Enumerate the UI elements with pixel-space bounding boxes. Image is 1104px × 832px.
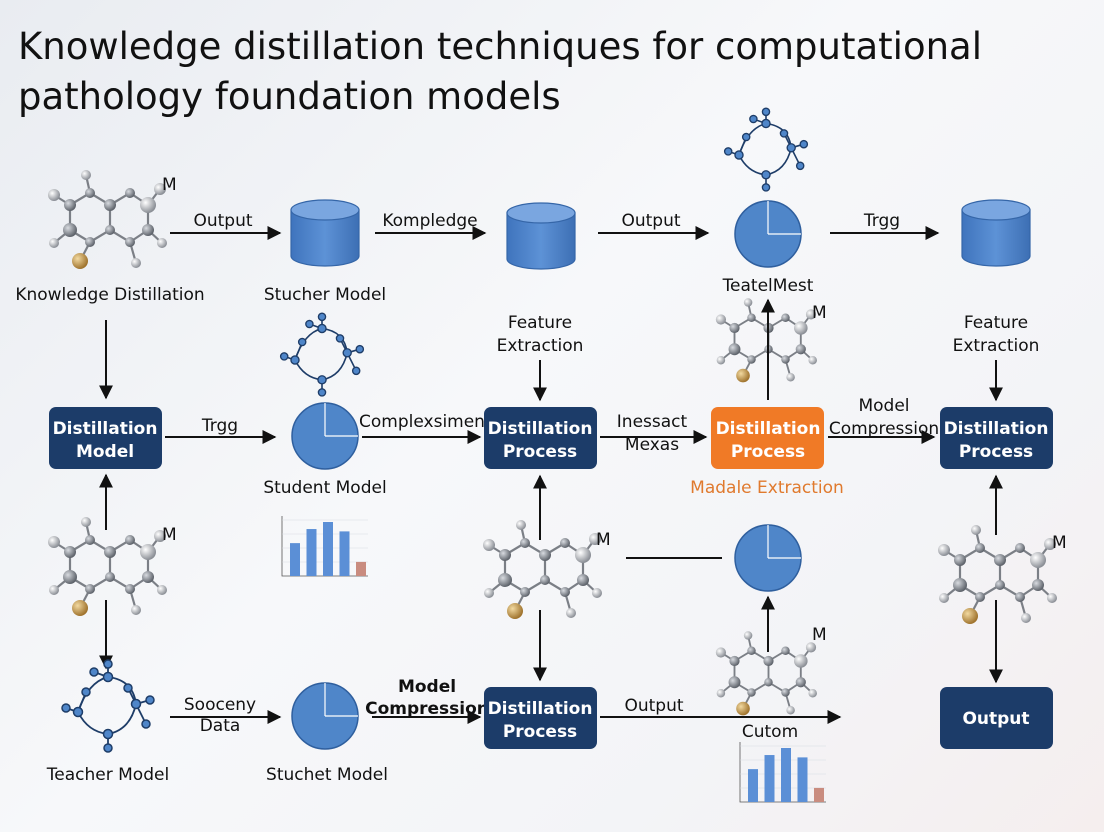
teacher-model-label: Teacher Model: [46, 765, 169, 785]
molecule-icon: [481, 518, 604, 621]
chart-bar: [764, 755, 775, 802]
distillation-process-orange-box: [711, 407, 824, 469]
node-tag: M: [596, 530, 611, 550]
pie-icon: [291, 402, 359, 470]
box-label: Distillation: [944, 419, 1049, 439]
madale-extraction-label: Madale Extraction: [690, 478, 844, 498]
pie-icon: [734, 200, 802, 268]
database-icon: [506, 202, 576, 270]
database-icon: [290, 199, 360, 267]
distillation-process-box: [484, 407, 597, 469]
box-label: Distillation: [488, 419, 593, 439]
chart-bar: [814, 787, 824, 802]
edge-label-compression: Compression: [365, 699, 489, 719]
box-label: Process: [503, 722, 577, 742]
edge-label-inessact: Inessact: [617, 412, 688, 432]
edge-label-output: Output: [624, 696, 683, 716]
box-label: Process: [731, 442, 805, 462]
page-title: Knowledge distillation techniques for co…: [18, 25, 982, 118]
edge-label-output: Output: [193, 211, 252, 231]
edge-label-output: Output: [621, 211, 680, 231]
edge-label-feature: Feature: [508, 313, 572, 333]
stuchet-model-label: Stuchet Model: [266, 765, 388, 785]
edge-label-kompledge: Kompledge: [382, 211, 477, 231]
molecule-icon: [714, 297, 818, 384]
edge-label-feature: Feature: [964, 313, 1028, 333]
chart-bar: [797, 757, 808, 802]
edge-label-complexsimen: Complexsimen: [359, 412, 485, 432]
node-tag: M: [812, 625, 827, 645]
edge-label-data: Data: [200, 716, 241, 736]
database-icon: [961, 199, 1031, 267]
node-tag: M: [1052, 533, 1067, 553]
distillation-process-box: [940, 407, 1053, 469]
molecule-icon: [714, 630, 818, 717]
mini-bar-chart: [281, 516, 368, 577]
edge-label-mexas: Mexas: [625, 435, 679, 455]
chart-bar: [290, 543, 300, 576]
distillation-process-box: [484, 687, 597, 749]
node-tag: M: [162, 175, 177, 195]
edge-label-trgg: Trgg: [201, 416, 238, 436]
box-label: Distillation: [488, 699, 593, 719]
edge-label-compression: Compression: [829, 419, 939, 439]
chart-axis: [281, 516, 368, 577]
box-label: Model: [76, 442, 134, 462]
chart-bar: [306, 529, 317, 576]
cutom-label: Cutom: [742, 722, 798, 742]
network-icon: [279, 312, 365, 397]
chart-bar: [339, 531, 350, 576]
chart-bar: [356, 561, 366, 576]
chart-bar: [323, 522, 333, 576]
network-icon: [723, 107, 809, 192]
box-label: Process: [959, 442, 1033, 462]
box-label: Distillation: [716, 419, 821, 439]
chart-bar: [781, 748, 791, 802]
node-tag: M: [162, 525, 177, 545]
molecule-icon: [46, 168, 169, 271]
edge-label-trgg: Trgg: [863, 211, 900, 231]
edge-label-extraction: Extraction: [497, 336, 584, 356]
edge-label-model: Model: [858, 396, 909, 416]
edge-label-model: Model: [398, 677, 456, 697]
distillation-model-box: [49, 407, 162, 469]
molecule-icon: [936, 523, 1059, 626]
box-label: Process: [503, 442, 577, 462]
pie-icon: [291, 682, 359, 750]
box-label: Distillation: [53, 419, 158, 439]
output-box: [940, 687, 1053, 749]
student-model-label: Student Model: [263, 478, 386, 498]
stucher-model-label: Stucher Model: [264, 285, 386, 305]
knowledge-distillation-label: Knowledge Distillation: [15, 285, 204, 305]
chart-axis: [739, 742, 826, 803]
mini-bar-chart: [739, 742, 826, 803]
teatel-mest-label: TeatelMest: [722, 276, 814, 296]
pie-icon: [734, 524, 802, 592]
node-tag: M: [812, 303, 827, 323]
edge-label-sooceny: Sooceny: [184, 695, 256, 715]
box-label: Output: [962, 709, 1029, 729]
edge-label-extraction: Extraction: [953, 336, 1040, 356]
chart-bar: [748, 769, 758, 802]
network-icon: [61, 659, 155, 753]
molecule-icon: [46, 515, 169, 618]
